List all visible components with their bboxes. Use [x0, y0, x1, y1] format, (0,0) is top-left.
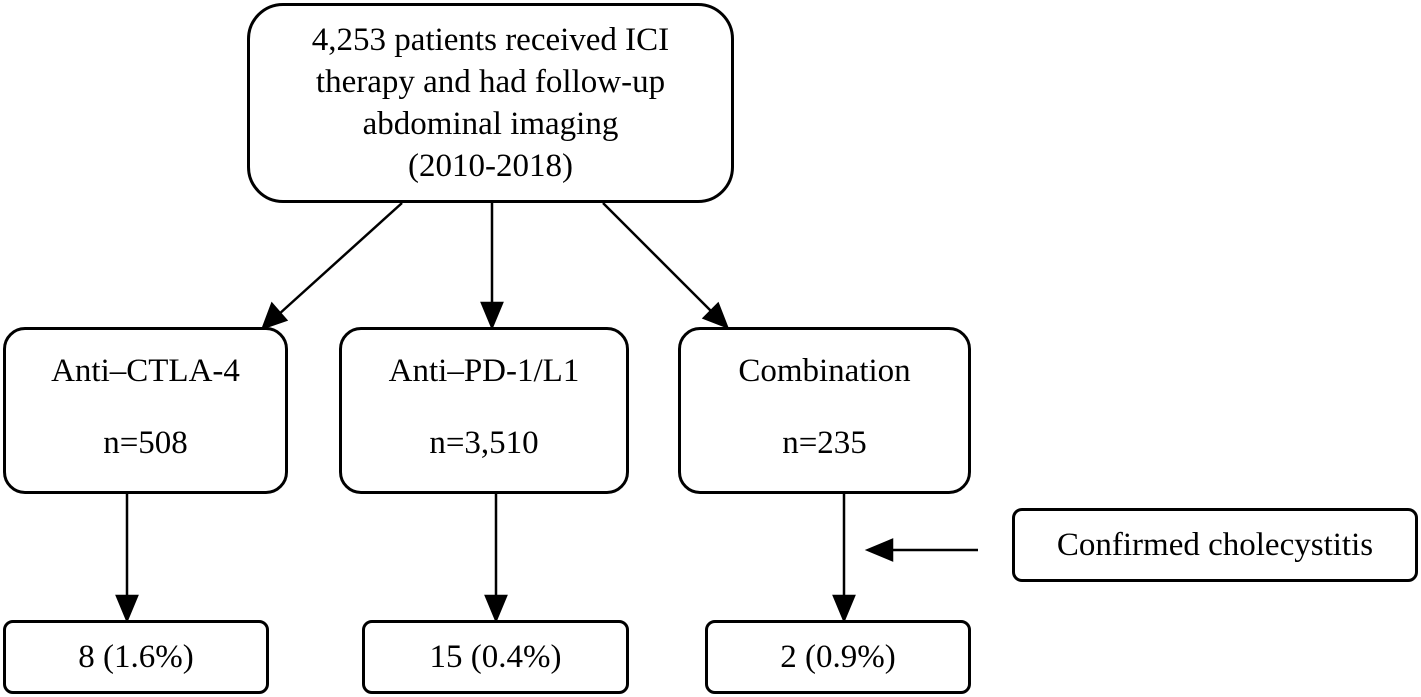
- arrowhead-legend: [864, 538, 894, 562]
- result-value-combination: 2 (0.9%): [780, 639, 896, 675]
- arrowhead-root-to-combo: [701, 301, 730, 330]
- root-line-3: abdominal imaging: [362, 106, 619, 142]
- arrowhead-root-to-ctla4: [260, 301, 289, 331]
- arrow-root-to-combo: [602, 202, 713, 313]
- arrowhead-root-to-pd1: [480, 301, 504, 331]
- arrowhead-ctla4-to-result: [115, 594, 139, 624]
- group-count-combination: n=235: [782, 425, 867, 461]
- group-box-combination: Combination n=235: [678, 327, 971, 494]
- arrowhead-pd1-to-result: [484, 594, 508, 624]
- root-line-1: 4,253 patients received ICI: [311, 22, 670, 58]
- result-box-anti-ctla4: 8 (1.6%): [3, 620, 269, 694]
- group-box-anti-pd1-l1: Anti–PD-1/L1 n=3,510: [339, 327, 629, 494]
- result-box-combination: 2 (0.9%): [705, 620, 971, 694]
- result-value-anti-pd1-l1: 15 (0.4%): [429, 639, 562, 675]
- group-name-anti-ctla4: Anti–CTLA-4: [51, 353, 240, 389]
- arrowhead-combo-to-result: [832, 594, 856, 624]
- group-name-combination: Combination: [738, 353, 911, 389]
- root-node-box: 4,253 patients received ICI therapy and …: [247, 3, 734, 203]
- group-name-anti-pd1-l1: Anti–PD-1/L1: [388, 353, 580, 389]
- result-value-anti-ctla4: 8 (1.6%): [78, 639, 194, 675]
- arrow-root-to-ctla4: [277, 202, 403, 316]
- root-line-2: therapy and had follow-up: [315, 64, 666, 100]
- root-line-4: (2010-2018): [408, 148, 573, 184]
- group-count-anti-pd1-l1: n=3,510: [429, 425, 539, 461]
- legend-label: Confirmed cholecystitis: [1056, 527, 1374, 563]
- group-box-anti-ctla4: Anti–CTLA-4 n=508: [3, 327, 288, 494]
- result-box-anti-pd1-l1: 15 (0.4%): [362, 620, 629, 694]
- group-count-anti-ctla4: n=508: [103, 425, 188, 461]
- legend-box-confirmed-cholecystitis: Confirmed cholecystitis: [1012, 508, 1418, 582]
